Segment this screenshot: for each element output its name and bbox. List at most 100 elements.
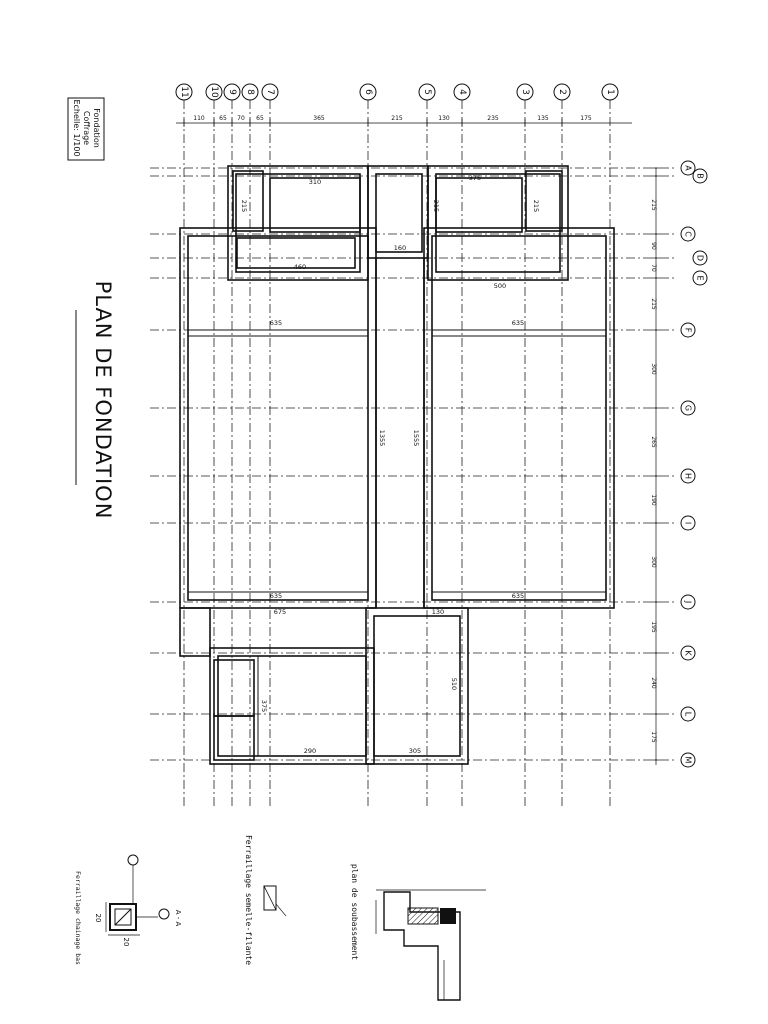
top-dim-label: 365: [313, 115, 325, 122]
side-dim-label: 90: [650, 242, 657, 250]
top-dim-label: 110: [193, 115, 205, 122]
dim-label: 130: [432, 608, 444, 616]
axis-label: G: [684, 405, 693, 411]
section-height: 20: [94, 914, 102, 923]
axis-label: B: [696, 173, 705, 179]
title-line-3: Echelle: 1/100: [72, 99, 81, 156]
dim-label: 510: [450, 678, 458, 690]
axis-label: L: [684, 712, 693, 717]
title-line-1: Fondation: [92, 108, 101, 148]
dim-label: 215: [532, 200, 540, 212]
dim-label: 305: [409, 747, 421, 755]
axis-label: 2: [557, 89, 567, 95]
axis-label: 10: [209, 86, 219, 98]
dim-label: 635: [270, 319, 282, 327]
axis-label: 5: [422, 89, 432, 95]
axis-bubble-K: K: [680, 645, 696, 661]
axis-bubble-2: 2: [553, 83, 571, 101]
axis-bubble-11: 11: [175, 83, 193, 101]
semelle-caption: Ferraillage semelle-filante: [244, 835, 253, 965]
axis-bubble-H: H: [680, 468, 696, 484]
axis-label: F: [684, 328, 693, 333]
title-block: Fondation Coffrage Echelle: 1/100: [67, 97, 105, 161]
side-dim-label: 70: [650, 264, 657, 272]
top-dim-label: 135: [537, 115, 549, 122]
axis-label: A: [684, 165, 693, 171]
title-line-2: Coffrage: [82, 111, 91, 145]
axis-label: 7: [265, 89, 275, 95]
axis-bubble-L: L: [680, 706, 696, 722]
dim-label: 500: [494, 282, 506, 290]
top-dim-label: 215: [391, 115, 403, 122]
axis-bubble-J: J: [680, 594, 696, 610]
axis-bubble-E: E: [692, 270, 708, 286]
top-dim-label: 235: [487, 115, 499, 122]
side-dim-label: 300: [650, 363, 657, 375]
section-detail: A - A 20 20 Ferraillage chainage bas: [74, 854, 182, 965]
side-axis-bubbles: AB C D E F G H I J K L M: [680, 160, 708, 768]
axis-bubble-D: D: [692, 250, 708, 266]
dim-label: 160: [394, 244, 406, 252]
axis-label: M: [684, 757, 693, 764]
dim-label: 635: [512, 592, 524, 600]
axis-bubble-I: I: [680, 515, 696, 531]
side-dim-label: 300: [650, 556, 657, 568]
horizontal-axis-lines: [150, 167, 676, 761]
dim-label: 460: [294, 263, 306, 271]
side-dim-label: 215: [650, 298, 657, 310]
axis-label: 8: [245, 89, 255, 95]
dim-label: 635: [512, 319, 524, 327]
axis-bubble-B: B: [692, 168, 708, 184]
side-dim-label: 175: [650, 731, 657, 743]
axis-label: K: [684, 650, 693, 656]
axis-bubble-9: 9: [223, 83, 241, 101]
axis-bubble-10: 10: [205, 83, 223, 101]
axis-label: 9: [227, 89, 237, 95]
axis-label: 6: [363, 89, 373, 95]
dim-label: 1355: [378, 430, 386, 447]
axis-bubble-7: 7: [261, 83, 279, 101]
top-dim-label: 65: [256, 115, 264, 122]
plan-title: PLAN DE FONDATION: [91, 281, 115, 520]
axis-bubble-8: 8: [241, 83, 259, 101]
axis-label: I: [684, 522, 693, 524]
axis-label: E: [696, 275, 705, 280]
soubassement-detail: plan de soubassement: [350, 864, 486, 1001]
section-label: A - A: [174, 910, 182, 927]
axis-label: J: [684, 600, 693, 603]
axis-label: D: [696, 255, 705, 261]
axis-label: 11: [179, 86, 189, 97]
axis-bubble-5: 5: [418, 83, 436, 101]
side-dim-label: 240: [650, 677, 657, 689]
axis-label: H: [684, 473, 693, 479]
dim-label: 215: [240, 200, 248, 212]
dim-label: 215: [432, 200, 440, 212]
axis-label: 4: [457, 89, 467, 95]
axis-bubble-4: 4: [453, 83, 471, 101]
room-dimension-labels: 310 375 215 160 460 500 635 635 1355 155…: [240, 174, 540, 755]
top-dim-label: 65: [219, 115, 227, 122]
dim-label: 675: [274, 608, 286, 616]
axis-bubble-M: M: [680, 752, 696, 768]
axis-label: C: [684, 231, 693, 237]
axis-bubble-6: 6: [359, 83, 377, 101]
side-dim-label: 190: [650, 494, 657, 506]
semelle-detail: Ferraillage semelle-filante: [244, 835, 287, 965]
side-dim-label: 195: [650, 621, 657, 633]
dim-label: 1555: [412, 430, 420, 447]
axis-bubble-F: F: [680, 322, 696, 338]
top-dim-label: 70: [237, 115, 245, 122]
soubassement-caption: plan de soubassement: [350, 864, 359, 961]
side-dim-label: 215: [650, 199, 657, 211]
top-axis-bubbles: 11 10 9 8 7 6 5 4 3 2 1: [175, 83, 619, 101]
dim-label: 375: [469, 174, 481, 182]
top-dim-label: 130: [438, 115, 450, 122]
axis-label: 1: [605, 89, 615, 95]
axis-bubble-A: A: [680, 160, 696, 176]
plan-title-group: PLAN DE FONDATION: [91, 281, 115, 520]
axis-bubble-3: 3: [516, 83, 534, 101]
axis-bubble-G: G: [680, 400, 696, 416]
